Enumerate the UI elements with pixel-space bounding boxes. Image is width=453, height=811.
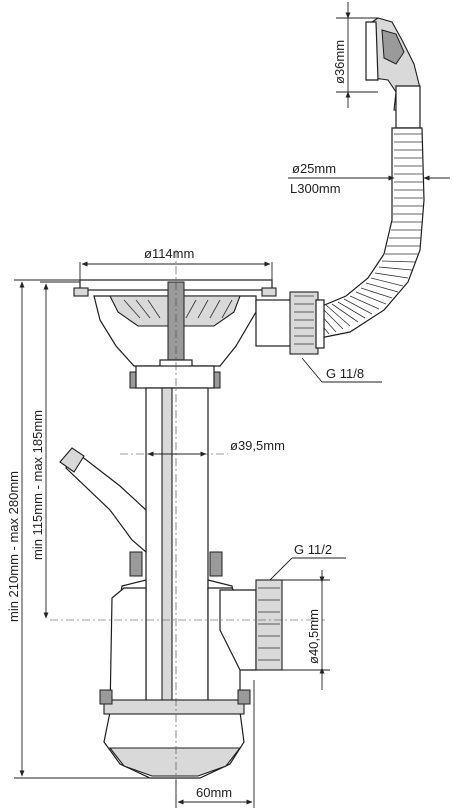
dim-side-outlet-diameter: ø40,5mm: [282, 570, 330, 690]
thread-top-label: G 11/8: [326, 366, 364, 381]
dim-thread-top: G 11/8: [301, 357, 382, 383]
dim-strainer-diameter: ø114mm: [79, 246, 273, 282]
trap-body: [99, 551, 251, 779]
dim-outlet-diameter: ø36mm: [332, 2, 378, 108]
dim-height-inner: min 115mm - max 185mm: [30, 281, 80, 619]
standpipe: [145, 387, 209, 751]
overflow-nozzle: [59, 447, 147, 554]
outlet-diameter-label: ø36mm: [332, 40, 347, 84]
strainer-diameter-label: ø114mm: [144, 246, 194, 261]
hose-length-label: L300mm: [290, 181, 341, 196]
hose-connector: [255, 291, 325, 355]
height-inner-label: min 115mm - max 185mm: [30, 410, 45, 560]
hose-diameter-label: ø25mm: [292, 161, 336, 176]
offset-width-label: 60mm: [196, 785, 232, 800]
side-outlet: [219, 579, 283, 671]
dim-thread-side: G 11/2: [269, 542, 346, 581]
height-total-label: min 210mm - max 280mm: [6, 471, 21, 622]
dim-offset-width: 60mm: [175, 680, 255, 808]
dim-hose: ø25mm L300mm: [288, 161, 450, 196]
thread-side-label: G 11/2: [294, 542, 332, 557]
dim-pipe-diameter: ø39,5mm: [147, 438, 285, 457]
overflow-outlet-fitting: [365, 17, 421, 129]
dim-height-total: min 210mm - max 280mm: [6, 279, 150, 779]
strainer-bowl: [73, 279, 277, 389]
side-outlet-diameter-label: ø40,5mm: [306, 609, 321, 664]
pipe-diameter-label: ø39,5mm: [230, 438, 285, 453]
